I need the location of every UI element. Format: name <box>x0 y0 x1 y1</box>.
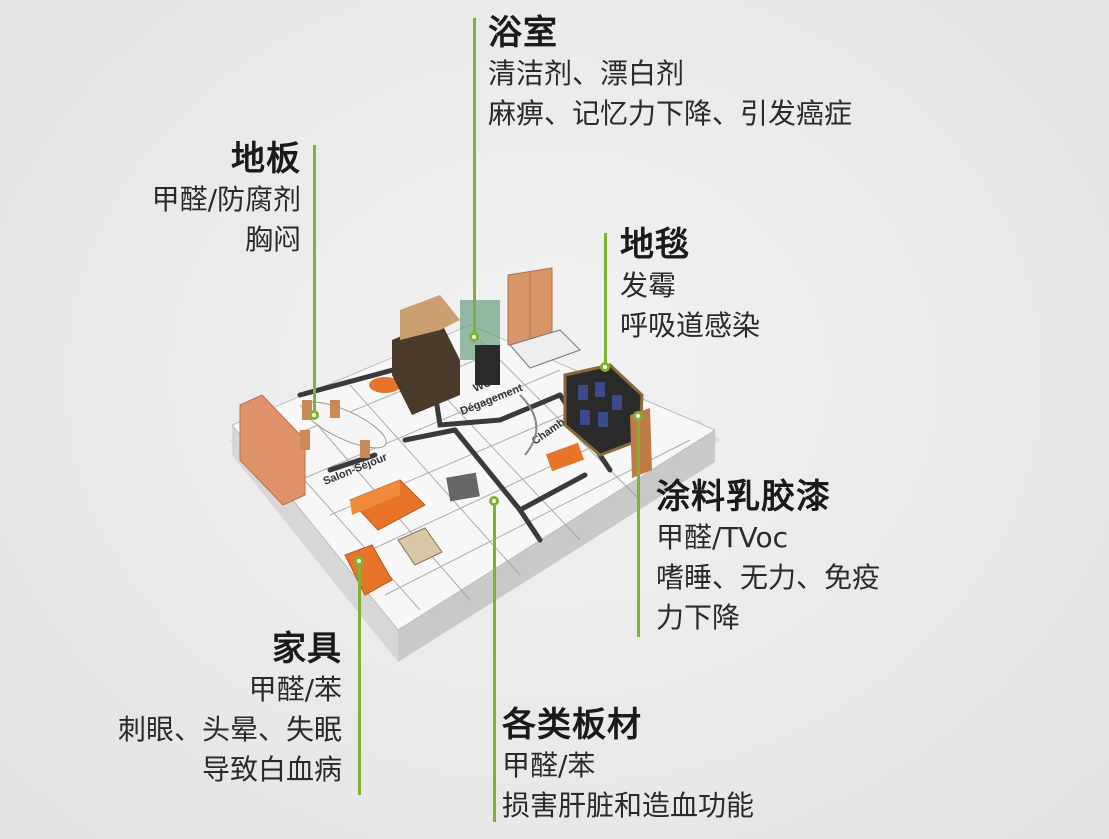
brick-wall <box>239 394 306 506</box>
indicator-dot-furniture <box>354 556 364 566</box>
kitchen-unit <box>392 320 460 415</box>
indicator-dot-boards <box>489 496 499 506</box>
callout-boards-line-2: 损害肝脏和造血功能 <box>502 789 755 822</box>
callout-carpet-line-1: 发霉 <box>620 269 677 302</box>
callout-bathroom-title: 浴室 <box>488 13 558 53</box>
callout-furniture: 家具 甲醛/苯 刺眼、头晕、失眠 导致白血病 <box>118 628 342 790</box>
callout-bathroom-line-1: 清洁剂、漂白剂 <box>488 57 685 90</box>
callout-paint-line-2: 嗜睡、无力、免疫 <box>656 561 881 594</box>
callout-paint: 涂料乳胶漆 甲醛/TVoc 嗜睡、无力、免疫 力下降 <box>656 476 880 638</box>
callout-carpet-line-2: 呼吸道感染 <box>620 309 761 342</box>
indicator-line-carpet <box>604 233 607 366</box>
indicator-dot-paint <box>633 411 643 421</box>
callout-carpet: 地毯 发霉 呼吸道感染 <box>620 224 760 346</box>
indicator-line-bathroom <box>473 18 476 336</box>
callout-furniture-title: 家具 <box>272 629 342 669</box>
callout-floor: 地板 甲醛/防腐剂 胸闷 <box>152 138 301 260</box>
indicator-dot-carpet <box>600 362 610 372</box>
callout-bathroom: 浴室 清洁剂、漂白剂 麻痹、记忆力下降、引发癌症 <box>488 12 852 134</box>
callout-furniture-line-1: 甲醛/苯 <box>248 673 342 706</box>
indicator-line-floor <box>313 145 316 413</box>
indicator-line-paint <box>637 415 640 637</box>
indicator-dot-bathroom <box>469 332 479 342</box>
callout-boards: 各类板材 甲醛/苯 损害肝脏和造血功能 <box>502 704 754 826</box>
callout-boards-line-1: 甲醛/苯 <box>502 749 596 782</box>
coffee-table <box>397 527 443 566</box>
callout-carpet-title: 地毯 <box>620 225 690 265</box>
callout-floor-line-2: 胸闷 <box>244 223 301 256</box>
callout-furniture-line-3: 导致白血病 <box>201 753 342 786</box>
callout-paint-line-1: 甲醛/TVoc <box>656 521 789 554</box>
callout-paint-title: 涂料乳胶漆 <box>656 477 831 517</box>
callout-bathroom-line-2: 麻痹、记忆力下降、引发癌症 <box>488 97 853 130</box>
callout-floor-title: 地板 <box>231 139 301 179</box>
tv-stand <box>446 472 480 502</box>
desk <box>545 442 585 472</box>
callout-paint-line-3: 力下降 <box>656 601 741 634</box>
slab-side-right <box>398 430 715 662</box>
bed <box>509 329 581 369</box>
indicator-line-furniture <box>358 560 361 795</box>
indicator-line-boards <box>493 500 496 822</box>
door-panel <box>630 408 652 478</box>
callout-boards-title: 各类板材 <box>502 705 642 745</box>
indicator-dot-floor <box>309 410 319 420</box>
callout-furniture-line-2: 刺眼、头晕、失眠 <box>117 713 342 746</box>
callout-floor-line-1: 甲醛/防腐剂 <box>151 183 301 216</box>
